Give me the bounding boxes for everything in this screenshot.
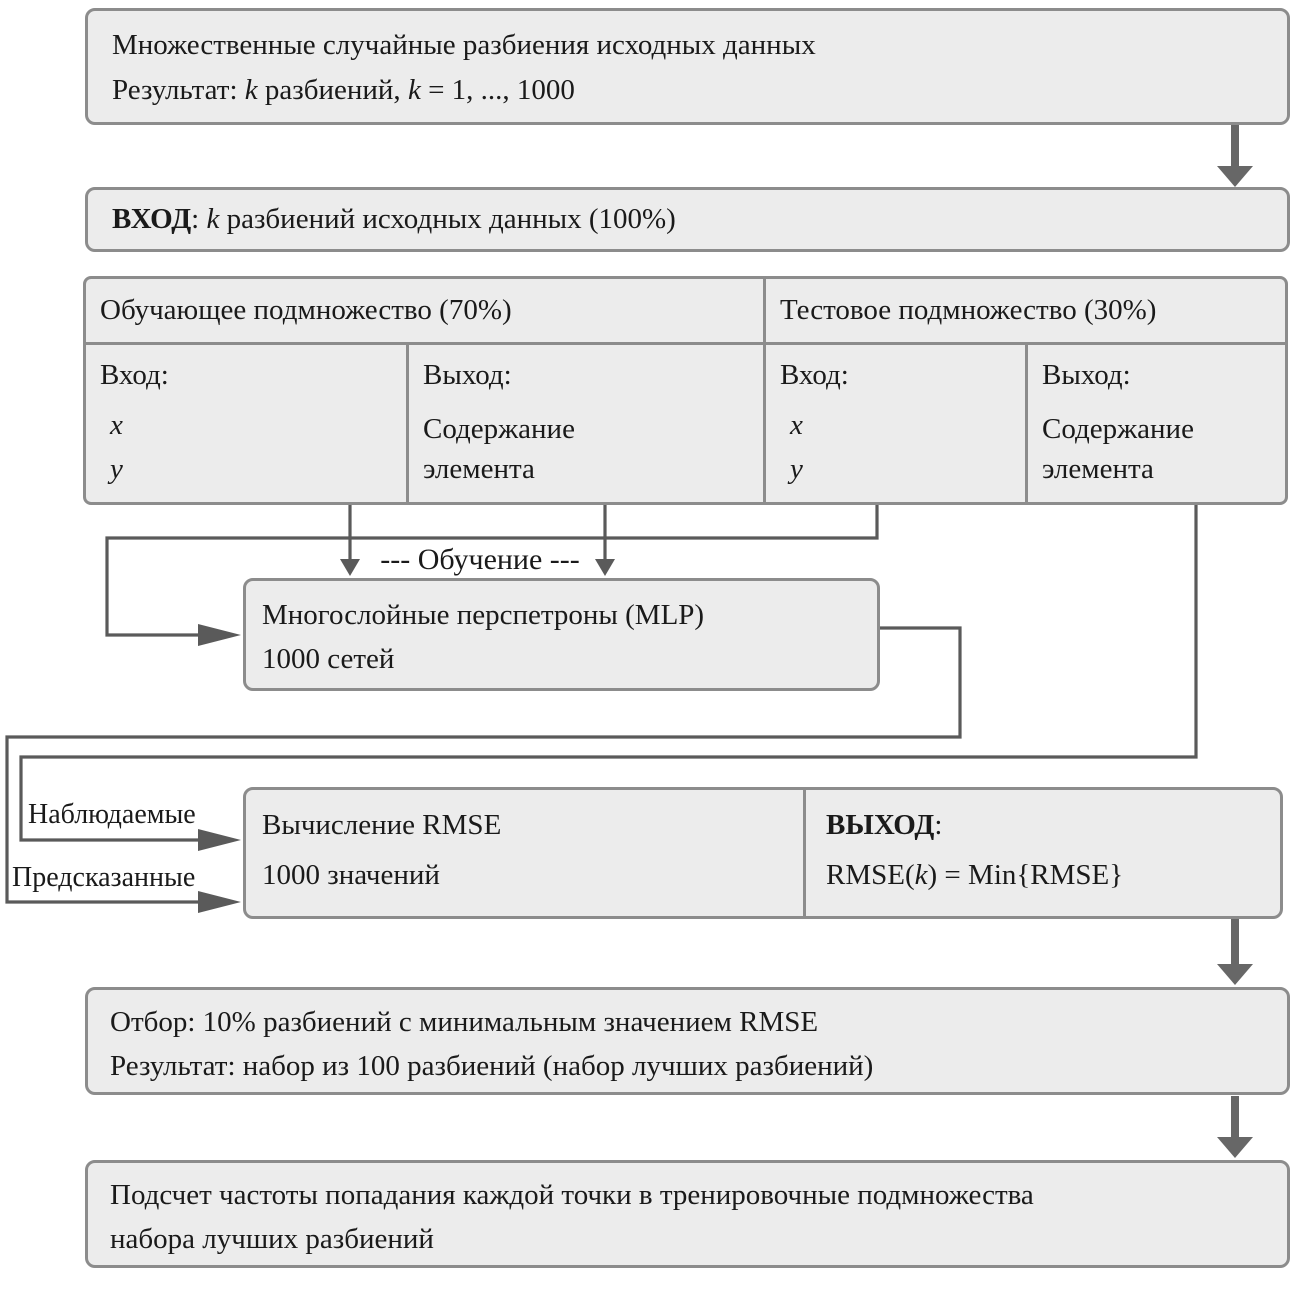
subset-table: Обучающее подмножество (70%) Тестовое по…	[83, 276, 1288, 505]
train-subset-header: Обучающее подмножество (70%)	[86, 279, 763, 342]
output-label-bold: ВЫХОД	[826, 809, 935, 841]
result-mid: разбиений,	[257, 74, 408, 106]
k-variable: k	[407, 74, 421, 106]
k-variable: k	[244, 74, 258, 106]
train-output-cell: Выход: Содержание элемента	[406, 342, 763, 502]
output-colon: :	[934, 809, 943, 841]
output-cell-label: Выход:	[1042, 359, 1131, 391]
arrow-selection-to-frequency-icon	[1217, 1096, 1253, 1158]
box-frequency: Подсчет частоты попадания каждой точки в…	[85, 1160, 1290, 1268]
result-prefix: Результат:	[112, 74, 245, 106]
output-line1: Содержание	[1042, 413, 1194, 445]
observed-label: Наблюдаемые	[28, 799, 196, 830]
output-cell-label: Выход:	[423, 359, 512, 391]
formula-suffix: ) = Min{RMSE}	[927, 859, 1124, 891]
box-input: ВХОД: k разбиений исходных данных (100%)	[85, 187, 1290, 252]
rmse-line2: 1000 значений	[262, 859, 440, 891]
frequency-line2: набора лучших разбиений	[110, 1223, 434, 1255]
output-content: Содержание элемента	[1042, 409, 1271, 489]
box-mlp: Многослойные перспетроны (MLP) 1000 сете…	[243, 578, 880, 691]
random-splits-line1: Множественные случайные разбиения исходн…	[112, 29, 816, 61]
mlp-line1: Многослойные перспетроны (MLP)	[262, 599, 705, 631]
train-header-label: Обучающее подмножество (70%)	[100, 294, 512, 326]
box-rmse-output: Вычисление RMSE 1000 значений ВЫХОД: RMS…	[243, 787, 1283, 919]
input-label-bold: ВХОД	[112, 203, 192, 235]
output-pane: ВЫХОД: RMSE(k) = Min{RMSE}	[803, 790, 1280, 916]
k-variable: k	[914, 859, 928, 891]
training-arrow-label: --- Обучение ---	[380, 543, 580, 576]
output-formula: RMSE(k) = Min{RMSE}	[826, 850, 1260, 900]
box-random-splits: Множественные случайные разбиения исходн…	[85, 8, 1290, 125]
output-line1: Содержание	[423, 413, 575, 445]
output-line2: элемента	[423, 453, 535, 485]
rmse-pane: Вычисление RMSE 1000 значений	[246, 790, 803, 916]
test-header-label: Тестовое подмножество (30%)	[780, 294, 1157, 326]
x-variable: x	[790, 409, 803, 441]
formula-prefix: RMSE(	[826, 859, 915, 891]
input-line: ВХОД: k разбиений исходных данных (100%)	[112, 203, 676, 236]
input-cell-label: Вход:	[780, 359, 849, 391]
output-pane-label: ВЫХОД:	[826, 800, 1260, 850]
input-colon: :	[191, 203, 207, 235]
selection-line2: Результат: набор из 100 разбиений (набор…	[110, 1050, 874, 1082]
rmse-line1: Вычисление RMSE	[262, 809, 502, 841]
test-output-cell: Выход: Содержание элемента	[1025, 342, 1285, 502]
frequency-line1: Подсчет частоты попадания каждой точки в…	[110, 1179, 1034, 1211]
mlp-line2: 1000 сетей	[262, 643, 395, 675]
box-selection: Отбор: 10% разбиений с минимальным значе…	[85, 987, 1290, 1095]
random-splits-result: Результат: k разбиений, k = 1, ..., 1000	[112, 68, 1263, 113]
result-suffix: = 1, ..., 1000	[420, 74, 575, 106]
y-variable: y	[790, 453, 803, 485]
test-subset-header: Тестовое подмножество (30%)	[763, 279, 1285, 342]
selection-line1: Отбор: 10% разбиений с минимальным значе…	[110, 1006, 819, 1038]
predicted-label: Предсказанные	[12, 862, 196, 893]
arrow-rmse-to-selection-icon	[1217, 919, 1253, 985]
x-variable: x	[110, 409, 123, 441]
random-splits-title: Множественные случайные разбиения исходн…	[112, 23, 1263, 68]
output-line2: элемента	[1042, 453, 1154, 485]
input-rest: разбиений исходных данных (100%)	[219, 203, 676, 235]
output-content: Содержание элемента	[423, 409, 749, 489]
k-variable: k	[206, 203, 220, 235]
input-cell-label: Вход:	[100, 359, 169, 391]
arrow-splits-to-input-icon	[1217, 125, 1253, 187]
y-variable: y	[110, 453, 123, 485]
